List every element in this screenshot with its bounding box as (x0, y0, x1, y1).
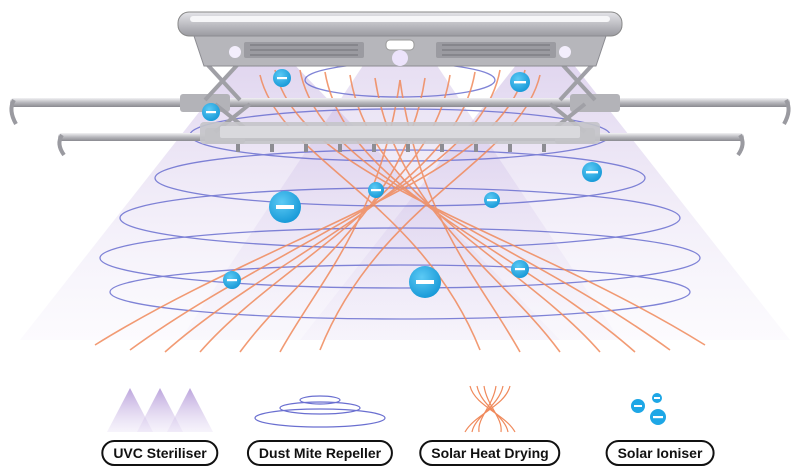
ion-bubble (368, 182, 384, 198)
ion-bubble (269, 191, 301, 223)
ion-bubble (511, 260, 529, 278)
uvc-triangles-icon (107, 388, 213, 432)
hanger-bar (200, 122, 600, 152)
legend-label: Solar Ioniser (605, 440, 715, 466)
legend-item-ioniser: Solar Ioniser (585, 380, 735, 468)
ion-bubbles-icon (631, 393, 666, 425)
uvc-light-cones (20, 55, 790, 340)
ion-bubble (510, 72, 530, 92)
legend-label: Solar Heat Drying (419, 440, 561, 466)
rod-hook-right-lower (736, 133, 745, 157)
dust-mite-wave (154, 149, 646, 207)
legend-label: UVC Steriliser (101, 440, 219, 466)
ion-bubble (273, 69, 291, 87)
uv-lamp (392, 50, 408, 66)
rod-hook-left (9, 98, 18, 125)
feature-legend: UVC Steriliser Dust Mite Repeller (0, 380, 800, 468)
legend-item-uvc: UVC Steriliser (85, 380, 235, 468)
ion-bubble (202, 103, 220, 121)
dust-mite-wave (99, 227, 701, 289)
legend-item-heat: Solar Heat Drying (415, 380, 565, 468)
uv-lamp (559, 46, 571, 58)
dust-mite-wave (109, 264, 691, 320)
center-light (385, 39, 415, 51)
ion-bubbles (202, 69, 602, 298)
heat-waves (94, 69, 706, 353)
legend-item-dust-mite: Dust Mite Repeller (245, 380, 395, 468)
ceiling-unit (177, 11, 623, 67)
legend-label: Dust Mite Repeller (246, 440, 394, 466)
heat-waves-icon (464, 385, 516, 433)
ion-bubble (223, 271, 241, 289)
uv-lamp (229, 46, 241, 58)
rod-hook-left-lower (57, 133, 66, 157)
dust-mite-ellipses-icon (254, 395, 386, 428)
rod-hook-right (782, 98, 791, 125)
ceiling-unit-top (177, 11, 623, 37)
ion-bubble (409, 266, 441, 298)
ion-bubble (582, 162, 602, 182)
ion-bubble (484, 192, 500, 208)
rod-upper (10, 98, 790, 107)
